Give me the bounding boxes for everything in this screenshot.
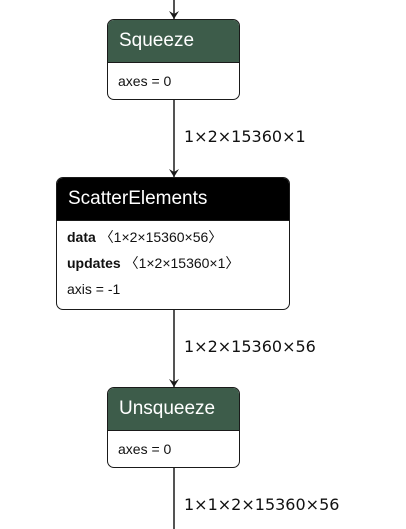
scatter-elements-node-title: ScatterElements [68, 188, 208, 209]
unsqueeze-node-header: Unsqueeze [108, 388, 239, 431]
edge-label-scatter-to-unsqueeze: 1×2×15360×56 [184, 337, 316, 356]
squeeze-node-title: Squeeze [119, 30, 195, 51]
unsqueeze-node[interactable]: Unsqueeze axes = 0 [107, 387, 240, 468]
squeeze-node-body: axes = 0 [108, 63, 239, 94]
scatter-input-data-shape: 〈1×2×15360×56〉 [99, 229, 223, 245]
scatter-input-updates: updates 〈1×2×15360×1〉 [67, 250, 279, 276]
scatter-elements-node-body: data 〈1×2×15360×56〉 updates 〈1×2×15360×1… [57, 221, 289, 302]
unsqueeze-attr-axes: axes = 0 [118, 441, 172, 457]
squeeze-node-header: Squeeze [108, 20, 239, 63]
unsqueeze-node-title: Unsqueeze [119, 398, 216, 419]
edge-label-squeeze-to-scatter: 1×2×15360×1 [184, 127, 306, 146]
edge-label-unsqueeze-out: 1×1×2×15360×56 [184, 495, 340, 514]
scatter-input-data: data 〈1×2×15360×56〉 [67, 224, 279, 250]
scatter-attr-axis: axis = -1 [67, 281, 121, 297]
unsqueeze-node-body: axes = 0 [108, 431, 239, 462]
squeeze-node[interactable]: Squeeze axes = 0 [107, 19, 240, 100]
scatter-elements-node-header: ScatterElements [57, 178, 289, 221]
scatter-elements-node[interactable]: ScatterElements data 〈1×2×15360×56〉 upda… [56, 177, 290, 310]
scatter-input-updates-shape: 〈1×2×15360×1〉 [124, 255, 240, 271]
scatter-input-updates-name: updates [67, 255, 121, 271]
scatter-input-data-name: data [67, 229, 96, 245]
squeeze-attr-axes: axes = 0 [118, 73, 172, 89]
